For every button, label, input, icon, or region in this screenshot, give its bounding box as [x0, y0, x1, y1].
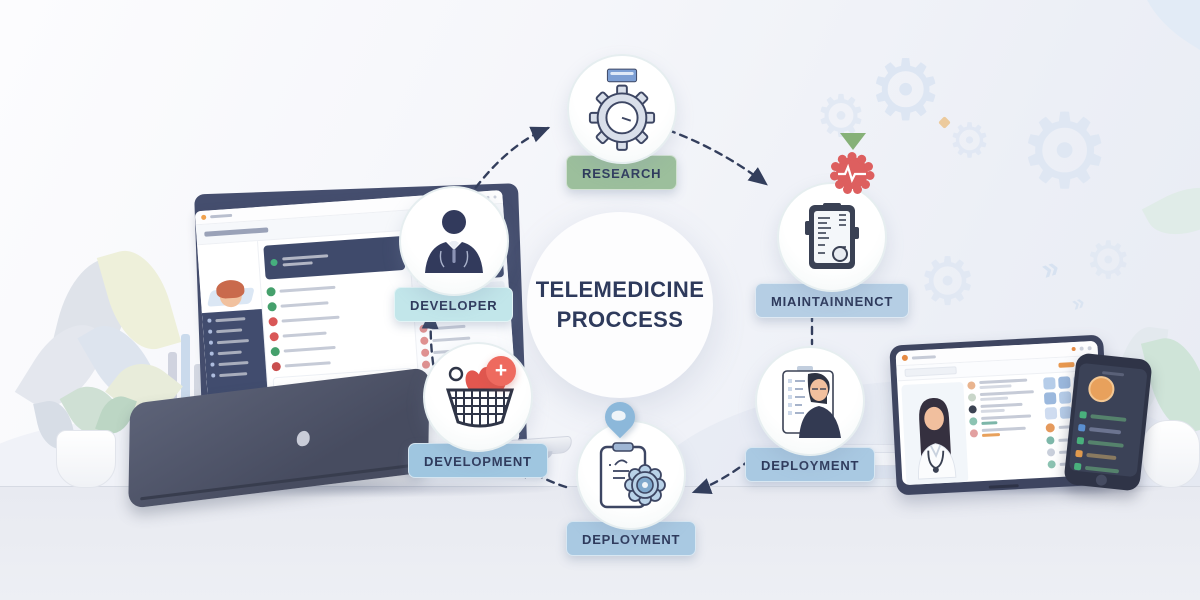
- title-line-2: PROCCESS: [556, 307, 684, 332]
- step-research-circle: [566, 54, 677, 164]
- step-developer-circle: [398, 186, 509, 296]
- triangle-down-icon: [840, 133, 866, 150]
- center-circle: TELEMEDICINE PROCCESS: [527, 212, 713, 398]
- background-gear-icon: ⚙: [1018, 94, 1112, 210]
- left-plant-pot: [56, 430, 116, 488]
- step-maintenance-circle: [777, 182, 888, 292]
- telemedicine-tablet: [889, 334, 1111, 496]
- heartbeat-badge: [830, 152, 875, 194]
- page-title: TELEMEDICINE PROCCESS: [536, 275, 705, 334]
- right-plant-pot: [1142, 420, 1200, 488]
- step-deployment-right-circle: [755, 346, 866, 456]
- gear-clock-icon: [588, 68, 655, 151]
- arrow-research-to-maintenance: [666, 128, 768, 186]
- doctor-video-card: [901, 381, 969, 485]
- step-development-circle: [422, 342, 533, 452]
- step-deployment-bottom-circle: [576, 420, 687, 530]
- step-maintenance: MIAINTAINNENCT: [755, 182, 910, 318]
- step-research-banner: RESEARCH: [566, 155, 678, 190]
- businessman-icon: [424, 210, 483, 273]
- step-research: RESEARCH: [566, 54, 678, 190]
- tablet-checklist-icon: [805, 203, 860, 269]
- doctor-illustration: [918, 398, 957, 480]
- patient-profile-icon: [782, 366, 842, 438]
- arrow-developer-to-research: [466, 126, 551, 200]
- background-gear-icon: ⚙: [918, 244, 978, 318]
- heartbeat-icon: [838, 163, 866, 183]
- step-developer: DEVELOPER: [394, 186, 514, 322]
- plus-badge: +: [486, 356, 516, 386]
- background-gear-icon: ⚙: [868, 43, 944, 137]
- step-deployment-right: DEPLOYMENT: [745, 346, 876, 482]
- step-deployment-bottom: DEPLOYMENT: [566, 420, 697, 556]
- title-line-1: TELEMEDICINE: [535, 277, 705, 303]
- step-developer-banner: DEVELOPER: [394, 287, 514, 322]
- step-development: DEVELOPMENT: [408, 342, 548, 478]
- background-gear-icon: ⚙: [948, 115, 992, 168]
- clipboard-gear-icon: [599, 442, 667, 509]
- telemedicine-tablet-screen: [895, 340, 1105, 486]
- background-gear-icon: ⚙: [1085, 232, 1132, 290]
